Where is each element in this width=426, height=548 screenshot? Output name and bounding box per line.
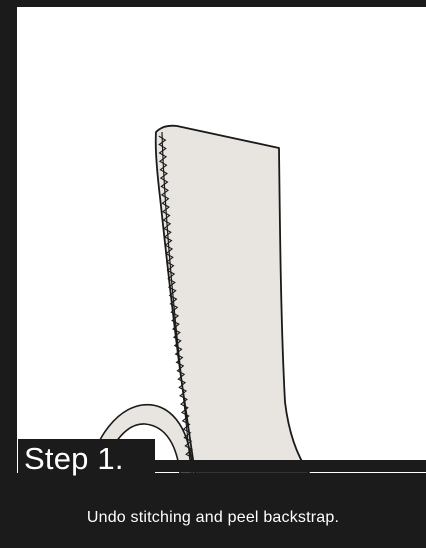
illustration-panel xyxy=(17,7,426,473)
step-caption: Undo stitching and peel backstrap. xyxy=(0,506,426,530)
shoe-heel-counter-illustration xyxy=(17,7,426,473)
heel-counter-piece xyxy=(156,126,309,473)
step-label: Step 1. xyxy=(18,439,155,478)
step-divider-bar xyxy=(155,460,426,472)
